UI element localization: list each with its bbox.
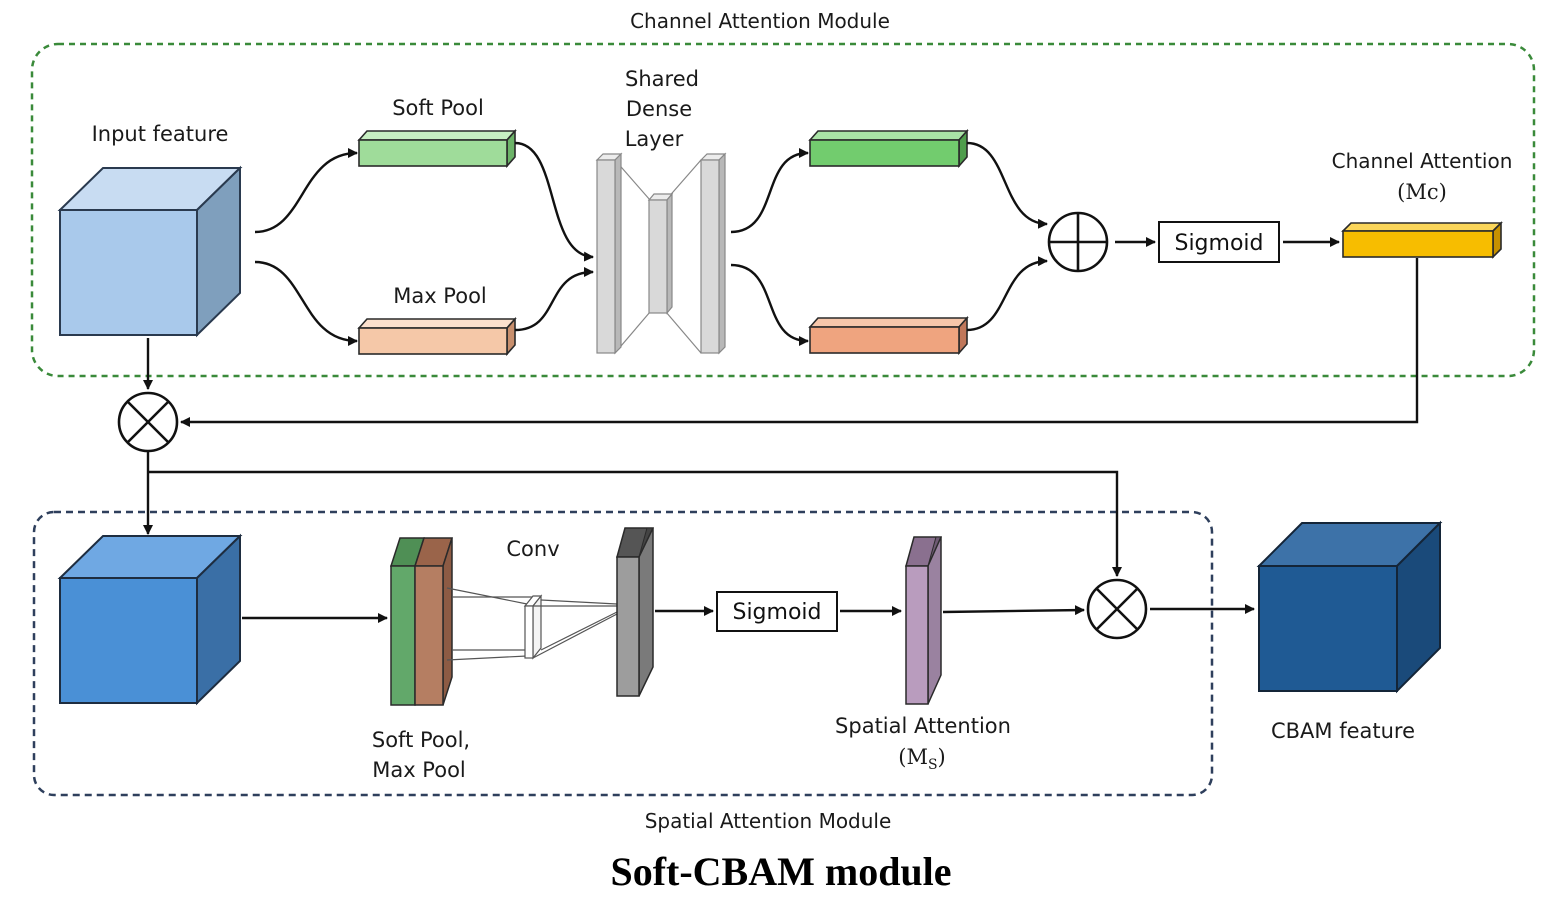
edge-dense-to-soft-output [730,148,809,234]
channel-attention-module-border [30,42,1536,378]
conv-kernel [446,587,618,661]
refined-feature-cube [57,533,243,706]
cbam-feature-label: CBAM feature [1271,719,1415,743]
soft-pool-label: Soft Pool [392,96,484,120]
channel-attention-label-line2: (Mc) [1397,180,1447,204]
shared-dense-label-line3: Layer [625,127,684,151]
soft-pool-bar [357,128,517,169]
spatial-attention-module-border [32,510,1214,797]
spatial-pool-label-line2: Max Pool [372,758,466,782]
max-pool-label: Max Pool [393,284,487,308]
channel-sigmoid-box [1158,221,1280,263]
spatial-attention-slab [905,536,942,705]
figure-title: Soft-CBAM module [610,849,951,894]
shared-dense-layer [595,152,727,355]
channel-attention-label-line1: Channel Attention [1332,149,1513,173]
spatial-attention-label-subscript: S [928,757,938,773]
shared-dense-label-line2: Dense [626,97,692,121]
max-pool-bar [357,316,517,357]
channel-attention-bar [1341,221,1503,259]
element-wise-sum-node [1047,211,1109,273]
edge-input-to-soft-pool [254,148,358,234]
edge-refined-feature-skip [148,470,1122,577]
spatial-sigmoid-box [716,591,838,632]
conv-label: Conv [506,537,559,561]
spatial-attention-module-label: Spatial Attention Module [645,809,892,833]
spatial-pool-label-line1: Soft Pool, [372,728,470,752]
max-pool-output-bar [808,315,969,356]
input-feature-cube [57,165,243,338]
spatial-attention-label-line1: Spatial Attention [835,714,1011,738]
edge-dense-to-max-output [730,263,809,346]
spatial-multiply-node [1086,578,1148,640]
edge-spatial-attention-to-multiply [942,605,1085,616]
channel-attention-module-label: Channel Attention Module [630,9,890,33]
channel-sigmoid-label: Sigmoid [1174,231,1263,256]
edge-max-output-to-sum [966,256,1048,332]
edge-max-pool-to-dense [514,267,594,332]
soft-pool-output-bar [808,128,969,169]
spatial-attention-label-main: (M [898,745,928,769]
cbam-feature-cube [1256,520,1443,694]
edge-input-to-max-pool [254,260,358,346]
conv-output-slab [616,527,654,697]
channel-multiply-node [117,391,179,453]
edge-soft-pool-to-dense [514,141,594,262]
spatial-sigmoid-label: Sigmoid [732,600,821,625]
edge-soft-output-to-sum [966,141,1048,229]
shared-dense-label-line1: Shared [625,67,699,91]
spatial-max-pool-slab [413,537,454,706]
spatial-attention-label-close: ) [938,745,946,769]
input-feature-label: Input feature [92,122,229,146]
edge-channel-attention-to-multiply [180,258,1419,427]
spatial-soft-pool-slab [389,537,426,706]
spatial-attention-label-line2: (MS) [898,745,946,773]
